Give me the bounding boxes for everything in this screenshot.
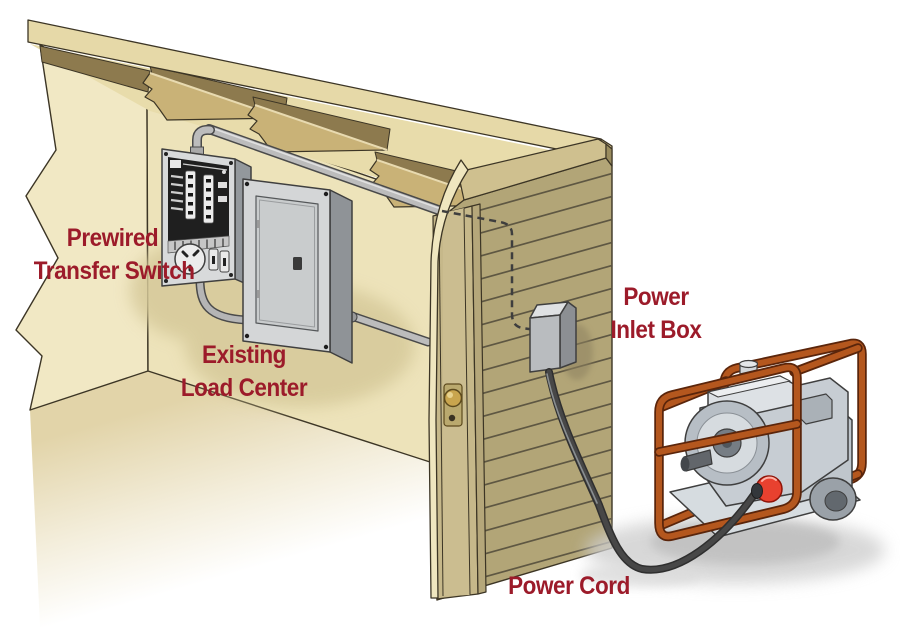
label-power-cord: Power Cord (502, 570, 635, 603)
conduit-runs (190, 124, 446, 347)
exterior-wall (428, 138, 613, 601)
label-existing-load-center: Existing Load Center (171, 339, 317, 405)
hidden-wiring-dashed (441, 209, 537, 332)
doorknob (443, 388, 463, 408)
garage-floor (30, 371, 478, 627)
label-line: Power (623, 283, 689, 311)
cord-plug (751, 483, 763, 499)
side-door (432, 203, 487, 600)
label-line: Prewired (66, 224, 159, 252)
label-line: Existing (202, 341, 286, 369)
portable-generator (580, 338, 885, 587)
existing-load-center (242, 178, 353, 364)
label-line: Load Center (180, 374, 308, 402)
power-cord (545, 368, 763, 574)
power-inlet-box (529, 301, 593, 380)
panel-latch (293, 257, 302, 270)
keyhole (448, 414, 456, 422)
label-power-inlet-box: Power Inlet Box (595, 281, 717, 347)
label-line: Power Cord (508, 572, 630, 600)
frame-front-hoop (654, 362, 802, 542)
joist (142, 72, 283, 121)
label-prewired-transfer-switch: Prewired Transfer Switch (33, 222, 195, 288)
label-line: Transfer Switch (33, 257, 195, 285)
label-line: Inlet Box (610, 316, 702, 344)
joist (247, 104, 388, 153)
wall-cut-edge (428, 159, 469, 599)
